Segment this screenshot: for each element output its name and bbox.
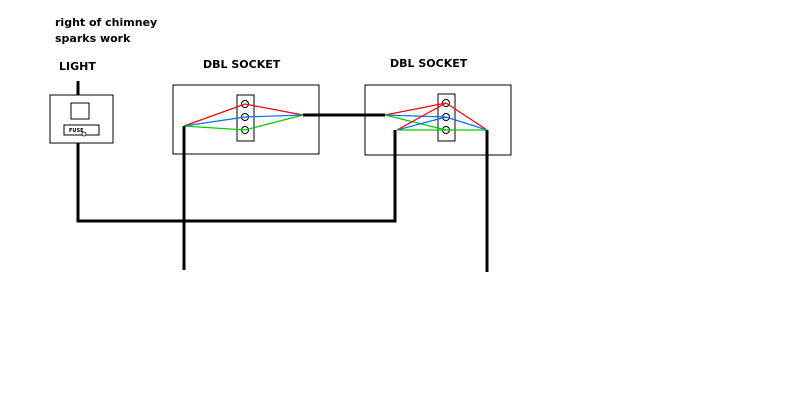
fuse-indicator: [81, 131, 87, 137]
socket-1-live-wire: [183, 103, 304, 127]
socket-2-label: DBL SOCKET: [390, 57, 468, 70]
socket-1: [172, 84, 320, 155]
socket-2-live-wire-b: [396, 102, 447, 131]
socket-1-label: DBL SOCKET: [203, 58, 281, 71]
note-line-1: right of chimney: [55, 16, 158, 29]
light-label: LIGHT: [59, 60, 96, 73]
socket-2-live-wire-a: [384, 102, 447, 116]
socket-2-earth-wire-a: [384, 114, 447, 131]
fuse-label: FUSE: [69, 128, 84, 134]
socket-1-earth-wire: [183, 114, 304, 131]
socket-2-live-wire-c: [445, 102, 488, 131]
socket-2-neutral-wire-a: [384, 114, 447, 118]
socket-1-neutral-wire: [183, 114, 304, 127]
fuse-box: [63, 124, 100, 136]
socket-2-neutral-wire-b: [396, 116, 447, 131]
socket-2: [364, 84, 512, 156]
light-switch-rocker: [70, 102, 90, 120]
cables: [76, 81, 489, 272]
note-line-2: sparks work: [55, 32, 131, 45]
light-to-socket-2-cable: [76, 130, 397, 223]
light-switch: FUSE: [49, 94, 114, 144]
socket-2-neutral-wire-c: [445, 116, 488, 131]
